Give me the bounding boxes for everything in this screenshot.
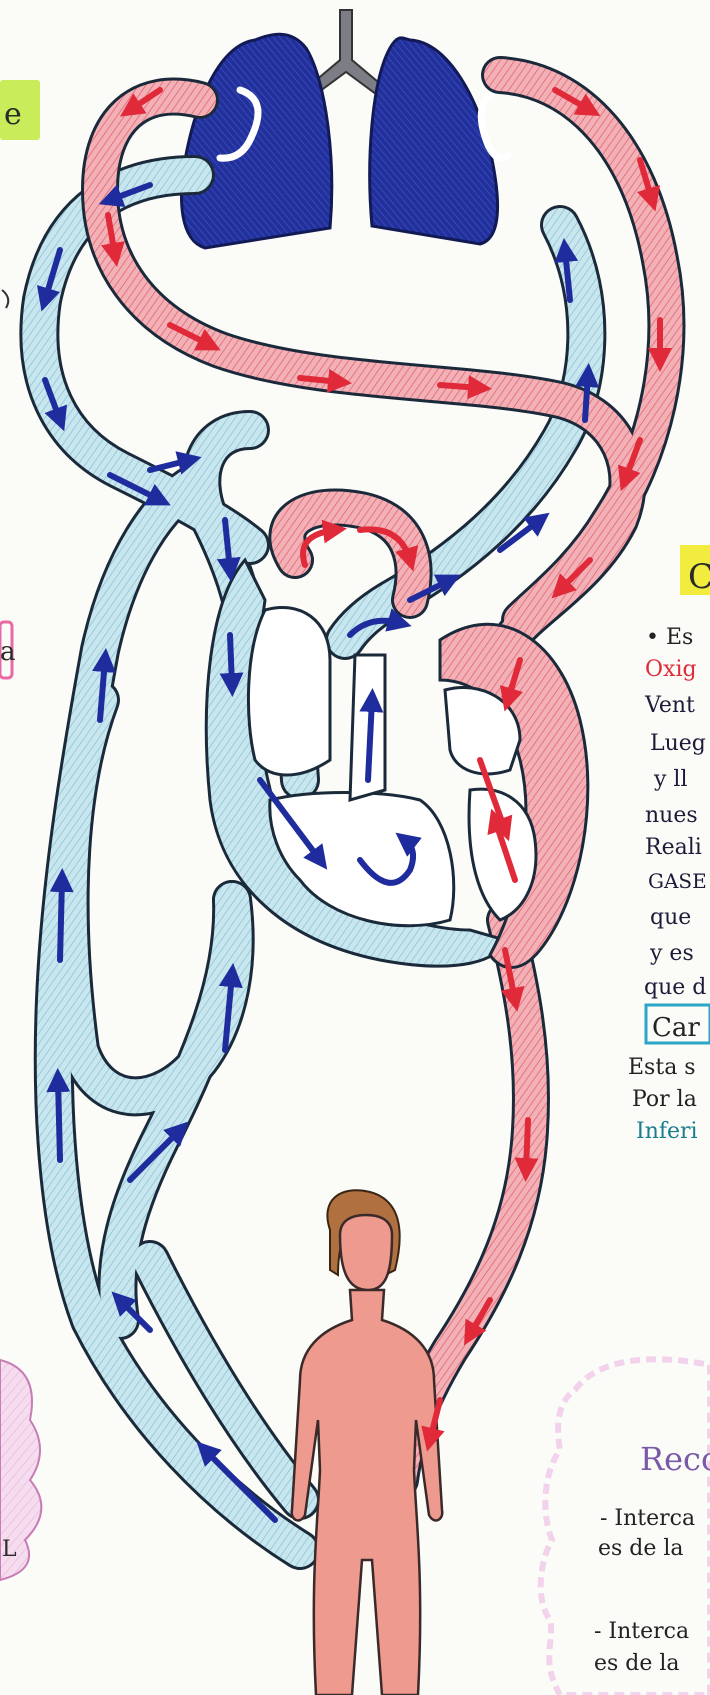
arrow-blue (60, 880, 62, 960)
right-notes: C • Es Oxig Vent Lueg y ll nues Reali GA… (628, 545, 710, 1144)
sub-line-1: Esta s (628, 1055, 696, 1080)
lungs (182, 10, 508, 248)
reco-item2-line2: es de la (594, 1651, 680, 1676)
right-lung (370, 38, 498, 244)
sub-line-3: Inferi (636, 1119, 698, 1144)
reco-item2-line1: - Interca (594, 1619, 689, 1644)
boxed-label: Car (652, 1013, 700, 1043)
reco-item1-line2: es de la (598, 1536, 684, 1561)
notes-heading-fragment: C (688, 557, 710, 597)
note-line-1: • Es (646, 625, 693, 650)
arrow-blue (230, 635, 232, 685)
arrow-blue (368, 700, 372, 780)
note-line-11: que d (644, 975, 706, 1000)
left-tag-top: e (4, 97, 22, 132)
arrow-red (440, 385, 480, 388)
arrow-blue (585, 375, 588, 420)
reco-item1-line1: - Interca (600, 1506, 695, 1531)
right-atrium (248, 607, 330, 775)
sub-line-2: Por la (632, 1087, 697, 1112)
note-line-7: Reali (645, 835, 702, 860)
body-silhouette (292, 1215, 443, 1695)
arrow-red (526, 1120, 528, 1170)
arrow-blue (58, 1080, 60, 1160)
note-line-10: y es (649, 941, 694, 966)
note-line-6: nues (645, 803, 698, 828)
note-line-5: y ll (653, 767, 688, 792)
note-line-4: Lueg (650, 731, 706, 756)
reco-title: Reco (640, 1440, 710, 1478)
left-lung (182, 34, 332, 248)
arrow-red (300, 378, 340, 382)
note-line-9: que (650, 905, 691, 930)
left-tag-bottom: L (2, 1537, 17, 1562)
left-scribble (2, 290, 8, 308)
note-line-3: Vent (644, 693, 695, 718)
note-line-8: GASE (648, 869, 707, 893)
left-tag-mid: a (0, 637, 16, 667)
reco-bubble: Reco - Interca es de la - Interca es de … (541, 1359, 710, 1695)
human-body (292, 1190, 443, 1695)
note-line-2: Oxig (645, 657, 697, 682)
